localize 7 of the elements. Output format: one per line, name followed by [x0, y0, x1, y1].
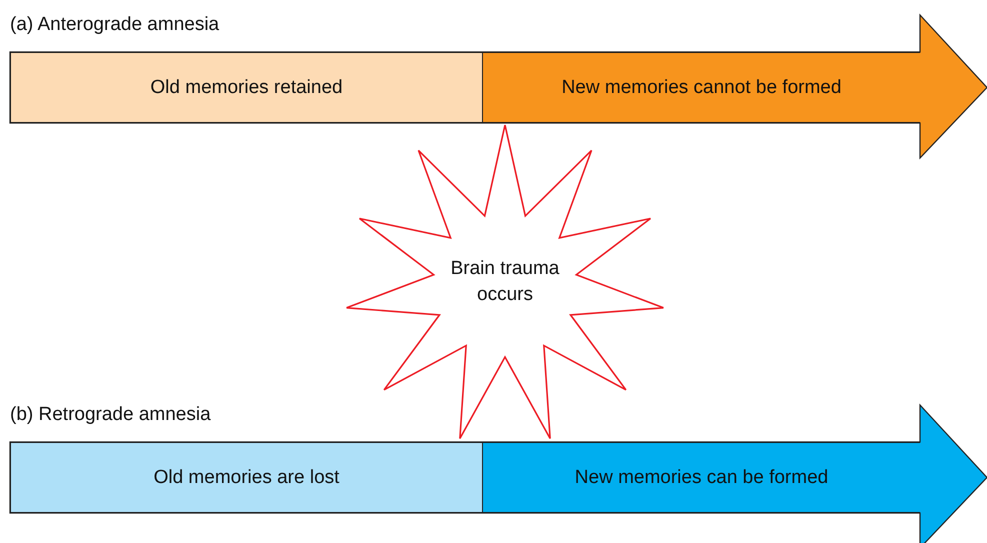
arrow-heading: (a) Anterograde amnesia: [10, 14, 220, 36]
arrow-heading: (b) Retrograde amnesia: [10, 404, 211, 426]
phase-bar: New memories cannot be formed: [482, 52, 920, 123]
phase-bar: Old memories retained: [10, 52, 483, 123]
phase-bar: New memories can be formed: [482, 442, 920, 513]
starburst-label: Brain trauma occurs: [450, 257, 560, 307]
phase-bar: Old memories are lost: [10, 442, 483, 513]
